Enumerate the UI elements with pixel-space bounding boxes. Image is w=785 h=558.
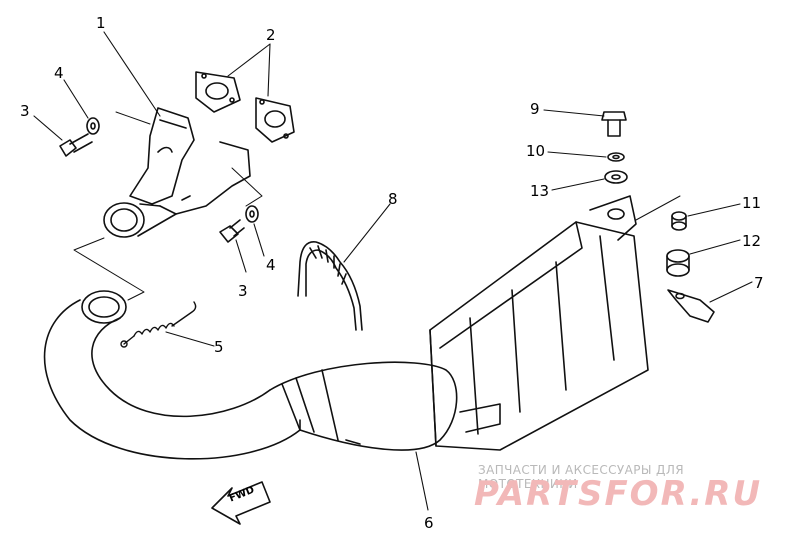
mount-washer — [607, 152, 625, 162]
watermark-tagline: ЗАПЧАСТИ И АКСЕССУАРЫ ДЛЯ МОТОТЕХНИКИ — [478, 463, 684, 491]
callout-4-lower: 4 — [266, 256, 276, 274]
callout-2: 2 — [266, 26, 276, 44]
callout-3-upper: 3 — [20, 102, 30, 120]
callout-7: 7 — [754, 274, 764, 292]
callout-1: 1 — [96, 14, 106, 32]
exhaust-manifold — [103, 107, 251, 238]
mount-collar — [604, 170, 628, 184]
alignment-lines — [73, 111, 263, 301]
washer-lower — [245, 205, 259, 223]
breather-hose — [297, 241, 363, 331]
callout-4-upper: 4 — [54, 64, 64, 82]
gasket-upper — [195, 71, 241, 113]
washer-upper — [86, 117, 100, 135]
callout-9: 9 — [530, 100, 540, 118]
muffler — [429, 195, 649, 451]
spring — [120, 301, 197, 348]
callout-10: 10 — [526, 142, 546, 160]
callout-11: 11 — [742, 194, 762, 212]
mount-link-line — [635, 195, 681, 221]
callout-5: 5 — [214, 338, 224, 356]
mount-bolt — [601, 111, 627, 137]
mount-bracket — [667, 289, 715, 323]
leader-lines — [33, 31, 753, 511]
grommet-small — [671, 211, 687, 231]
bolt-upper — [59, 133, 93, 157]
bolt-lower — [219, 219, 245, 243]
fwd-arrow-icon — [211, 481, 271, 525]
gasket-lower — [255, 97, 295, 143]
callout-3-lower: 3 — [238, 282, 248, 300]
callout-8: 8 — [388, 190, 398, 208]
callout-13: 13 — [530, 182, 550, 200]
watermark-logo: PARTSFOR.RU — [474, 474, 763, 514]
grommet-large — [666, 249, 690, 277]
callout-12: 12 — [742, 232, 762, 250]
exhaust-pipe — [43, 290, 458, 460]
callout-6: 6 — [424, 514, 434, 532]
